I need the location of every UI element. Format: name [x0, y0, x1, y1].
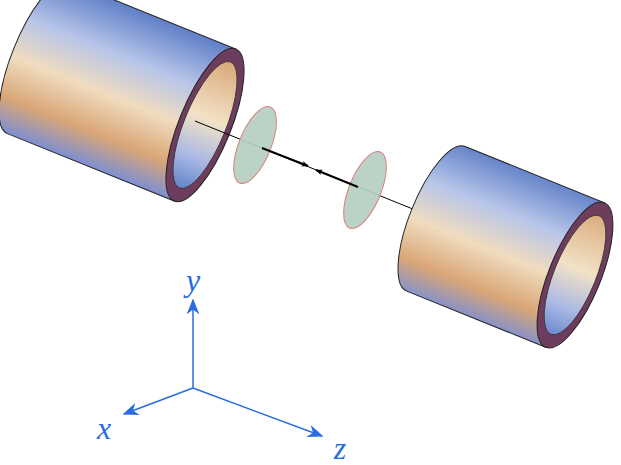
axis-label: z — [334, 432, 346, 464]
y-axis — [192, 300, 194, 388]
motion-arrow — [262, 148, 308, 166]
beam-axis — [195, 121, 440, 220]
z-axis — [193, 388, 322, 436]
pipe-rim — [522, 193, 621, 357]
coordinate-axes — [124, 300, 322, 436]
motion-arrow — [316, 170, 358, 187]
pipe-bore — [532, 208, 619, 342]
left-beam-pipe — [0, 0, 260, 211]
nucleus-disc — [225, 101, 285, 189]
x-axis — [124, 388, 193, 414]
right-beam-pipe — [383, 137, 621, 357]
nucleus-disc — [335, 146, 395, 234]
axis-label: y — [186, 264, 200, 296]
axis-label: x — [97, 412, 111, 444]
